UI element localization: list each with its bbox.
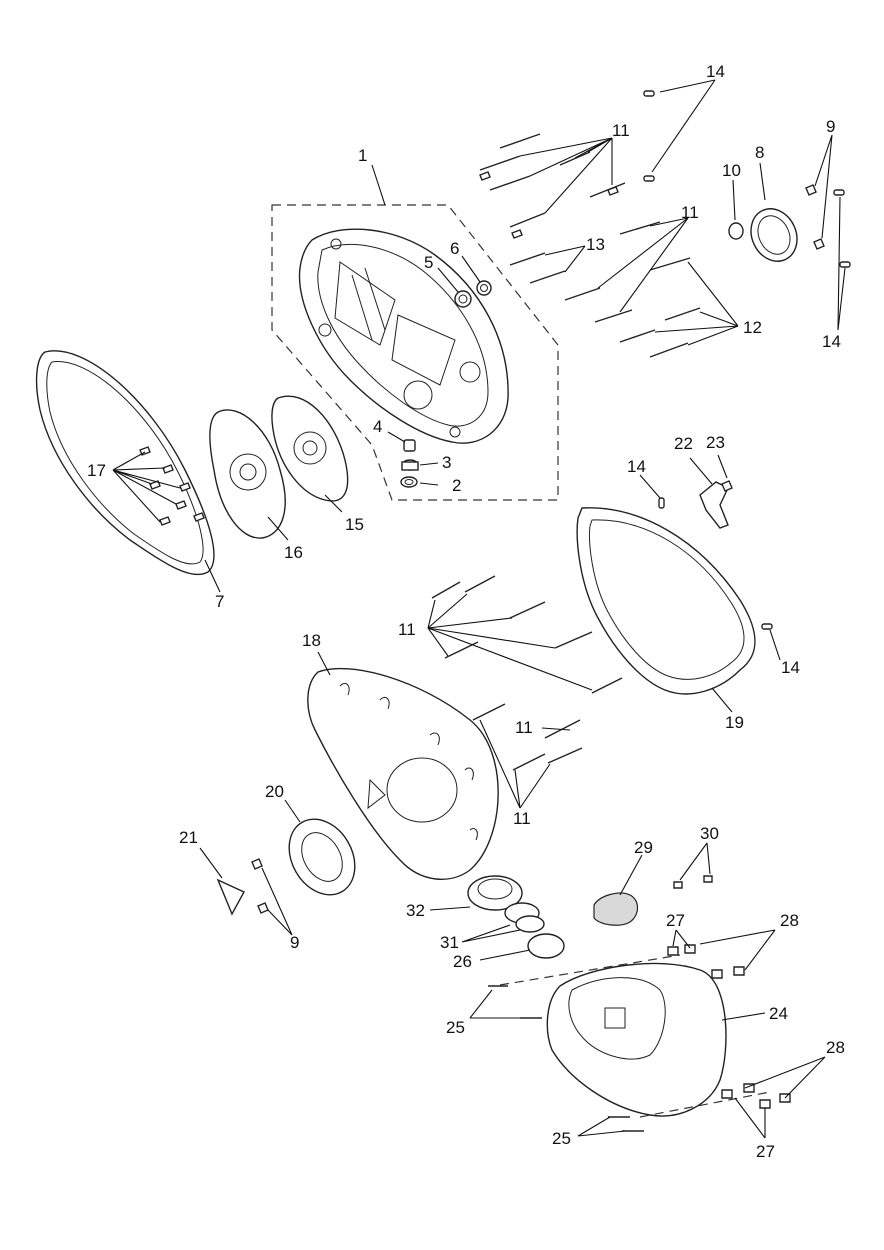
callout-23: 23	[706, 433, 725, 452]
callout-13: 13	[586, 235, 605, 254]
callout-14b: 14	[822, 332, 841, 351]
clutch-cover-inner	[298, 228, 509, 444]
callout-11b: 11	[681, 203, 699, 222]
screws-9-upper	[805, 184, 825, 250]
callout-6: 6	[450, 239, 459, 258]
alignment-line-upper	[499, 954, 681, 986]
callout-1: 1	[358, 146, 367, 165]
callout-11a: 11	[612, 121, 630, 140]
window-29	[593, 892, 639, 926]
callout-31: 31	[440, 933, 459, 952]
callout-14d: 14	[781, 658, 800, 677]
callout-14a: 14	[706, 62, 725, 81]
gasket-19	[576, 507, 756, 695]
callout-3: 3	[442, 453, 451, 472]
callout-9a: 9	[826, 117, 835, 136]
leader-lines	[112, 79, 846, 1139]
callout-22: 22	[674, 434, 693, 453]
callout-10: 10	[722, 161, 741, 180]
seal-20	[288, 818, 356, 896]
screws-9-lower	[251, 858, 269, 914]
callout-11e: 11	[513, 809, 531, 828]
callout-27b: 27	[756, 1142, 775, 1161]
callout-19: 19	[725, 713, 744, 732]
callout-9b: 9	[290, 933, 299, 952]
seal-8	[750, 208, 798, 262]
o-ring-2	[400, 476, 418, 488]
callout-32: 32	[406, 901, 425, 920]
plug-10	[728, 222, 744, 240]
alignment-line-lower	[639, 1091, 771, 1118]
callout-11c: 11	[398, 620, 416, 639]
callout-24: 24	[769, 1004, 788, 1023]
sleeve-3	[401, 459, 419, 471]
callout-25b: 25	[552, 1129, 571, 1148]
callout-12: 12	[743, 318, 762, 337]
callout-7: 7	[215, 592, 224, 611]
callout-2: 2	[452, 476, 461, 495]
outer-cover-18	[307, 667, 499, 880]
bush-6	[476, 280, 492, 296]
plug-4	[403, 439, 416, 452]
filler-cap-32	[467, 875, 523, 911]
plate-16	[209, 409, 286, 539]
dowels-14	[643, 90, 851, 630]
badge-21	[216, 878, 245, 916]
callout-20: 20	[265, 782, 284, 801]
callout-28b: 28	[826, 1038, 845, 1057]
cover-24	[546, 962, 727, 1117]
callout-11d: 11	[515, 718, 533, 737]
callout-28a: 28	[780, 911, 799, 930]
callout-8: 8	[755, 143, 764, 162]
gasket-26	[527, 933, 565, 959]
callout-30: 30	[700, 824, 719, 843]
callout-15: 15	[345, 515, 364, 534]
bracket-22	[699, 481, 729, 529]
bush-5	[454, 290, 472, 308]
assembly-boundary-1	[271, 204, 559, 501]
o-rings-31	[504, 902, 545, 933]
callout-27a: 27	[666, 911, 685, 930]
callout-21: 21	[179, 828, 198, 847]
callout-18: 18	[302, 631, 321, 650]
callout-4: 4	[373, 417, 382, 436]
screw-23	[721, 480, 733, 492]
callout-17: 17	[87, 461, 106, 480]
callout-29: 29	[634, 838, 653, 857]
callout-26: 26	[453, 952, 472, 971]
callout-14c: 14	[627, 457, 646, 476]
callout-25a: 25	[446, 1018, 465, 1037]
callout-5: 5	[424, 253, 433, 272]
callout-16: 16	[284, 543, 303, 562]
plate-15	[271, 395, 349, 502]
